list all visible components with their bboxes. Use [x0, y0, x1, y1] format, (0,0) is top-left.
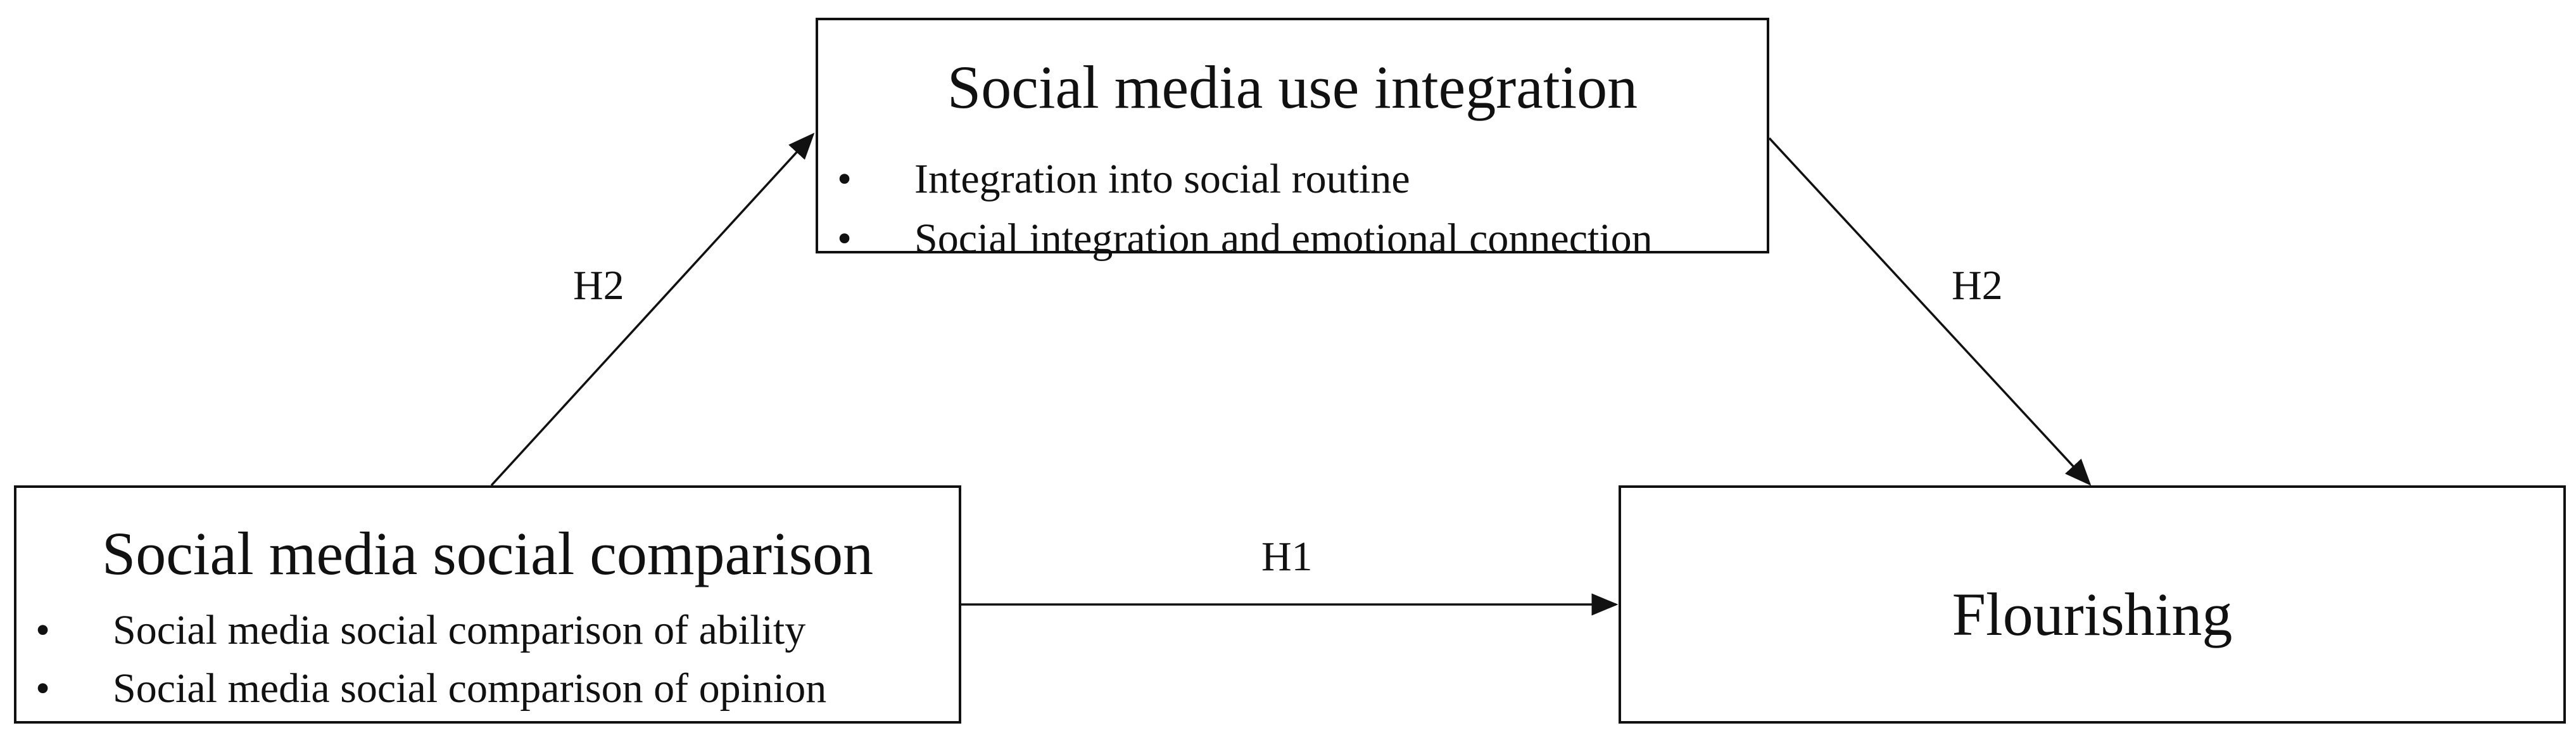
bullet-item: • Social media social comparison of abili…	[35, 610, 826, 651]
arrow-integration-to-flourishing	[1768, 137, 2092, 486]
bullet-item: • Social integration and emotional connec…	[837, 218, 1653, 260]
bullet-text: Social media social comparison of abilit…	[113, 607, 806, 653]
bullet-icon: •	[837, 215, 852, 262]
edge-label-integration-to-flourishing: H2	[1952, 262, 2003, 309]
bullet-list: • Social media social comparison of abili…	[35, 610, 826, 726]
node-title: Flourishing	[1952, 580, 2233, 648]
edge-label-comparison-to-integration: H2	[573, 262, 624, 309]
bullet-icon: •	[837, 156, 852, 202]
node-social-media-social-comparison: Social media social comparison • Social m…	[14, 485, 961, 724]
node-social-media-use-integration: Social media use integration • Integratio…	[816, 18, 1769, 260]
bullet-icon: •	[35, 665, 51, 712]
node-title: Social media social comparison	[101, 520, 874, 587]
edge-label-comparison-to-flourishing: H1	[1261, 534, 1313, 580]
bullet-icon: •	[35, 607, 51, 653]
bullet-text: Integration into social routine	[914, 156, 1410, 202]
bullet-list: • Integration into social routine • Social…	[837, 158, 1653, 278]
bullet-item: • Integration into social routine	[837, 158, 1653, 200]
bullet-text: Social integration and emotional connect…	[914, 215, 1653, 262]
node-title: Social media use integration	[947, 53, 1638, 121]
arrow-comparison-to-integration	[490, 132, 815, 487]
node-flourishing: Flourishing	[1619, 485, 2566, 724]
bullet-item: • Social media social comparison of opini…	[35, 668, 826, 710]
bullet-text: Social media social comparison of opinio…	[113, 665, 827, 712]
